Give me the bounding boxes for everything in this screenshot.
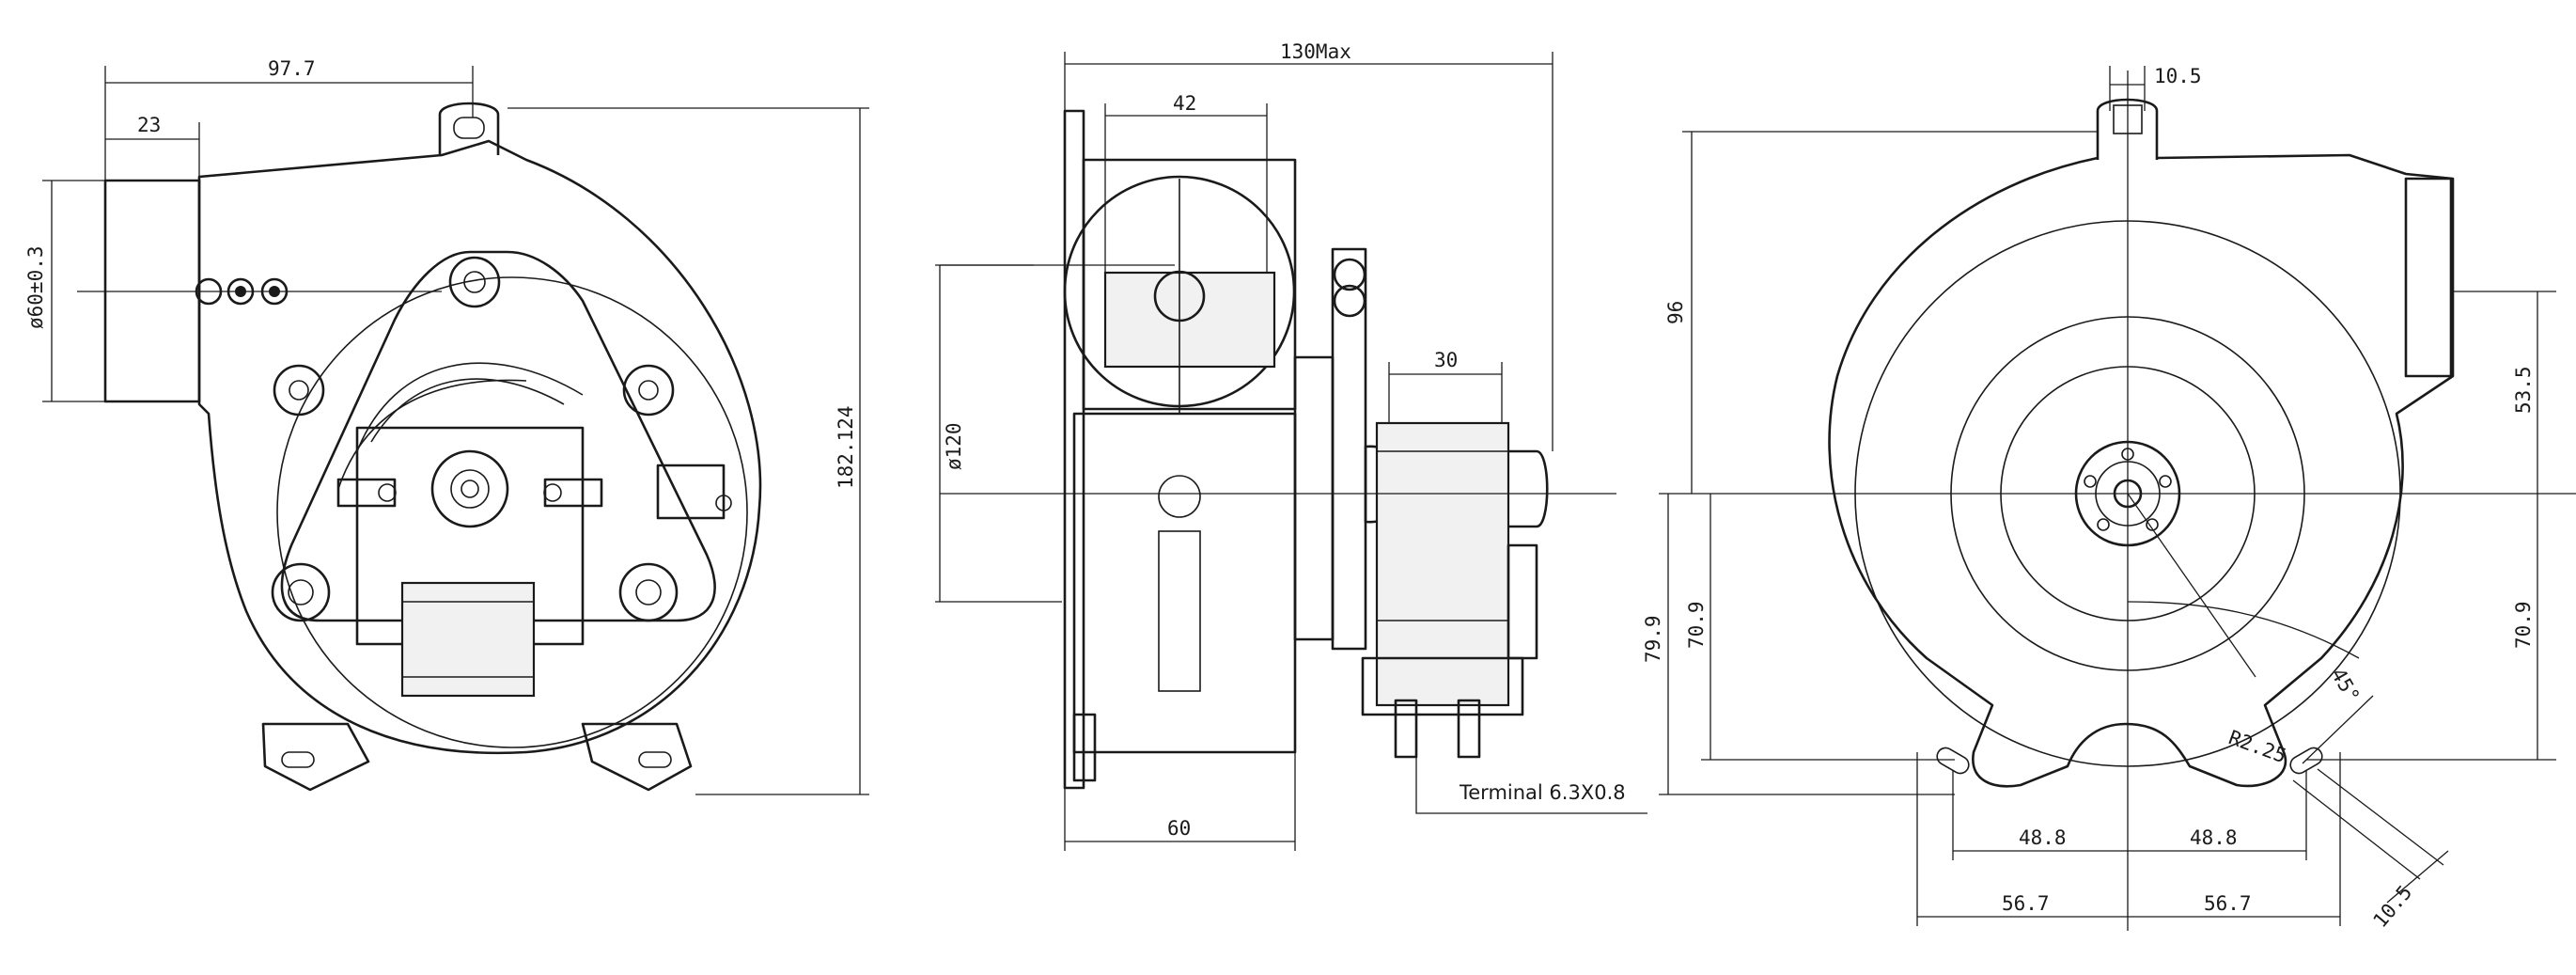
front-left-foot — [261, 722, 370, 792]
back-radius-leader — [2302, 695, 2374, 764]
front-impeller-arc-3 — [337, 379, 527, 490]
front-top-tab-hole — [453, 117, 485, 139]
front-motor-shaft — [461, 480, 479, 498]
front-motor-hub — [430, 449, 509, 528]
back-hub-bolt-3 — [2146, 518, 2159, 531]
front-dim-182: 182.124 — [835, 405, 857, 489]
side-flange — [1063, 109, 1085, 790]
back-dim-96: 96 — [1664, 301, 1687, 324]
back-dim-70-9-left: 70.9 — [1685, 601, 1708, 649]
side-motor-stack-1 — [1293, 355, 1335, 641]
side-stack-screw-1 — [1333, 258, 1366, 291]
back-housing-outline — [1828, 153, 2455, 788]
front-dim-23: 23 — [137, 114, 161, 136]
side-terminal-pin-2 — [1457, 699, 1481, 759]
front-right-foot — [581, 722, 693, 792]
front-impeller-arc-1 — [356, 362, 584, 452]
front-left-boss — [273, 364, 325, 417]
front-terminal-screw-left — [378, 483, 397, 502]
front-motor-hub-inner — [450, 469, 490, 509]
front-motor-coil — [400, 581, 536, 698]
side-dim-120: ø120 — [943, 422, 965, 470]
side-inlet-inner — [1103, 271, 1276, 369]
front-lower-left-boss — [271, 562, 331, 622]
front-top-screw — [463, 271, 486, 293]
front-terminal-left — [336, 478, 397, 508]
front-right-foot-slot — [638, 751, 672, 768]
front-terminal-screw-right — [543, 483, 562, 502]
back-dim-70-9-right: 70.9 — [2512, 601, 2535, 649]
side-housing-hole — [1158, 475, 1201, 518]
back-left-foot-slot — [1936, 747, 1970, 775]
back-dim-48-8-right: 48.8 — [2190, 826, 2238, 849]
front-capacitor-clip — [656, 464, 726, 520]
side-motor-tail — [1507, 543, 1538, 660]
front-left-foot-slot — [281, 751, 315, 768]
back-dim-slot-10-5: 10.5 — [2368, 881, 2416, 932]
front-terminal-right — [543, 478, 603, 508]
front-right-boss — [622, 364, 675, 417]
side-terminal-leader — [1415, 757, 1647, 814]
side-terminal-block — [1361, 656, 1524, 716]
back-outlet-duct — [2404, 177, 2453, 378]
back-angle-arc — [2127, 601, 2360, 659]
back-hub-bolt-2 — [2159, 475, 2172, 488]
side-terminal-pin-1 — [1394, 699, 1418, 759]
back-dim-48-8-left: 48.8 — [2019, 826, 2067, 849]
front-top-screw-boss — [448, 256, 501, 308]
front-impeller-arc-2 — [370, 378, 565, 443]
back-slot-ext-1 — [2317, 768, 2444, 866]
side-terminal-note: Terminal 6.3X0.8 — [1459, 781, 1626, 804]
back-slot-dim-line — [2386, 850, 2449, 904]
side-dim-42: 42 — [1173, 92, 1196, 115]
back-dim-tab: 10.5 — [2154, 65, 2202, 87]
front-right-boss-hole — [638, 380, 659, 401]
back-dim-53-5: 53.5 — [2512, 366, 2535, 414]
back-angle-line — [2127, 493, 2256, 678]
front-lower-right-boss-hole — [635, 579, 662, 605]
front-top-tab — [438, 102, 500, 155]
front-lower-right-boss — [618, 562, 679, 622]
back-hub-bolt-5 — [2084, 475, 2097, 488]
front-housing-rim — [276, 276, 748, 748]
back-dim-56-7-left: 56.7 — [2002, 892, 2050, 915]
side-motor-endcap — [1508, 449, 1549, 528]
front-dim-97-7: 97.7 — [268, 57, 316, 80]
back-dim-r2-25: R2.25 — [2225, 726, 2289, 767]
front-housing-outline — [197, 139, 762, 755]
side-view: 130Max 42 ø120 30 60 Terminal 6.3X0.8 — [935, 40, 1647, 851]
back-slot-ext-2 — [2292, 779, 2421, 880]
front-view: 97.7 23 ø60±0.3 182.124 — [24, 57, 869, 795]
side-motor-coil — [1375, 421, 1510, 707]
back-dim-56-7-right: 56.7 — [2204, 892, 2252, 915]
side-dim-60: 60 — [1167, 817, 1191, 840]
side-housing-slot — [1158, 530, 1201, 692]
side-dim-130: 130Max — [1280, 40, 1351, 63]
side-lower-housing — [1072, 412, 1297, 754]
side-bottom-clip — [1072, 713, 1097, 782]
front-dim-inlet-dia: ø60±0.3 — [24, 245, 47, 329]
front-clip-screw — [715, 495, 732, 511]
back-dim-79-9: 79.9 — [1642, 615, 1664, 663]
back-hub-bolt-4 — [2097, 518, 2110, 531]
side-stack-screw-2 — [1333, 284, 1366, 318]
back-dim-angle-45: 45° — [2327, 665, 2365, 707]
back-view: 10.5 96 53.5 79.9 70.9 70.9 45° R2.25 48… — [1642, 65, 2576, 932]
front-left-boss-hole — [289, 380, 309, 401]
side-dim-30: 30 — [1434, 349, 1458, 371]
back-right-foot-slot — [2289, 747, 2323, 775]
front-lower-left-boss-hole — [288, 579, 314, 605]
